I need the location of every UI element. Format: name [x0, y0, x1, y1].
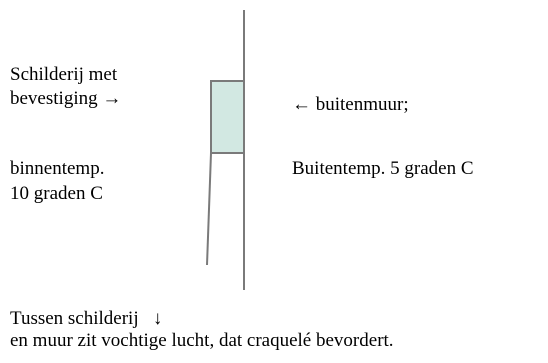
outside-temp-label: Buitentemp. 5 graden C: [292, 158, 474, 179]
painting-mount-line: [206, 152, 212, 266]
inside-temp-label-line1: binnentemp.: [10, 158, 105, 179]
gap-note-line1: Tussen schilderij ↓: [10, 308, 163, 329]
painting-rect: [210, 80, 245, 154]
gap-note-line2: en muur zit vochtige lucht, dat craquelé…: [10, 330, 394, 351]
painting-label-line1: Schilderij met: [10, 64, 118, 85]
outer-wall-label: ← buitenmuur;: [292, 94, 409, 115]
inside-temp-label-line2: 10 graden C: [10, 183, 103, 204]
painting-label-line2: bevestiging →: [10, 88, 122, 109]
